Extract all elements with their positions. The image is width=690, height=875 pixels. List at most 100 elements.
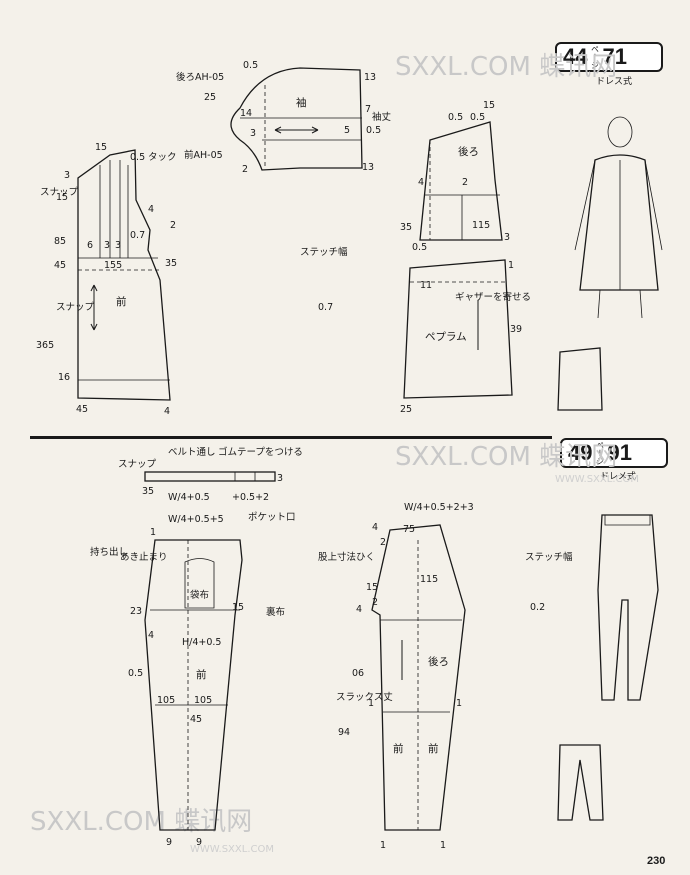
slacks-back-num-115: 115	[420, 574, 438, 585]
back-num-5: 35	[400, 222, 412, 233]
watermark-text-bottom: SXXL.COM 蝶讯网	[30, 807, 252, 837]
back-bodice-label: 後ろ	[458, 145, 479, 158]
slacks-front-num-15: 15	[232, 602, 244, 613]
waistband-num-35: 35	[142, 486, 154, 497]
front-num-15: 45	[76, 404, 88, 415]
slacks-front-label-2: 前	[393, 742, 404, 755]
slacks-front-label: 前	[196, 668, 207, 681]
slacks-back-num-4b: 4	[356, 604, 362, 615]
front-bodice-label: 前	[116, 295, 127, 308]
back-num-0: 15	[483, 100, 495, 111]
sleeve-num-7: 7	[365, 104, 371, 115]
slacks-back-draft: 後ろ 前 前 W/4+0.5+2+3 股上寸法ひく スラックス丈 94 ステッチ…	[318, 502, 573, 851]
back-num-7: 3	[504, 232, 510, 243]
slacks-length-label: スラックス丈	[336, 692, 393, 703]
slacks-front-num-9b: 9	[196, 837, 202, 848]
slacks-back-num-75: 75	[403, 524, 415, 535]
front-num-3: 15	[56, 192, 68, 203]
watermark-text-mid: SXXL.COM 蝶讯网	[395, 442, 617, 472]
waistband-formula-2: +0.5+2	[232, 492, 269, 503]
badge-bottom-sub: ドレメ式	[600, 472, 637, 482]
front-num-16: 4	[164, 406, 170, 417]
front-snap-label-2: スナップ	[56, 302, 95, 313]
sleeve-num-5: 13	[364, 72, 376, 83]
front-bodice-draft: 前 タック スナップ スナップ ステッチ幅 0.7 15 0.5 3 15 4 …	[36, 142, 348, 417]
back-num-9: 1	[508, 260, 514, 271]
gather-label: ギャザーを寄せる	[455, 291, 531, 303]
slacks-back-num-1b: 1	[456, 698, 462, 709]
front-num-13: 365	[36, 340, 54, 351]
back-num-3: 4	[418, 177, 424, 188]
front-tuck-label: タック	[148, 152, 177, 163]
back-num-8: 0.5	[412, 242, 427, 253]
front-snap-label-1: スナップ	[40, 187, 79, 198]
front-num-5: 2	[170, 220, 176, 231]
slacks-length-value: 94	[338, 727, 350, 738]
front-num-0: 15	[95, 142, 107, 153]
badge-top-left: 44	[563, 44, 588, 69]
back-num-1: 0.5	[448, 112, 463, 123]
front-num-14: 16	[58, 372, 70, 383]
sleeve-num-4: 3	[250, 128, 256, 139]
slacks-back-num-2b: 2	[372, 597, 378, 608]
slacks-back-label: 後ろ	[428, 655, 449, 668]
sleeve-num-1: 25	[204, 92, 216, 103]
crotch-depth-label: 股上寸法ひく	[318, 551, 375, 563]
slacks-front-num-4: 4	[148, 630, 154, 641]
belt-loop-label: ベルト通し	[168, 447, 216, 458]
waistband-snap-label: スナップ	[118, 459, 157, 470]
front-num-7: 6	[87, 240, 93, 251]
back-num-10: 11	[420, 280, 432, 291]
front-num-9: 3	[115, 240, 121, 251]
slacks-front-draft: 袋布 ポケット口 裏布 前 W/4+0.5+5 H/4+0.5 持ち出し あき止…	[90, 512, 296, 848]
slacks-stitch-value: 0.2	[530, 602, 545, 613]
pocket-bag-label: 袋布	[190, 589, 209, 601]
badge-bottom-page: ページ	[595, 441, 605, 465]
front-num-6: 85	[54, 236, 66, 247]
front-num-12: 35	[165, 258, 177, 269]
watermark-group: SXXL.COM 蝶讯网 SXXL.COM 蝶讯网 SXXL.COM 蝶讯网 W…	[30, 52, 639, 855]
slacks-front-num-1: 1	[150, 527, 156, 538]
slacks-back-num-1d: 1	[440, 840, 446, 851]
sleeve-num-9: 0.5	[366, 125, 381, 136]
back-num-4: 2	[462, 177, 468, 188]
slacks-front-num-05: 0.5	[128, 668, 143, 679]
section-divider	[30, 436, 552, 439]
jacket-illustration	[557, 116, 663, 411]
pants-illustration	[557, 514, 659, 821]
sleeve-back-ah: 後ろAH-05	[176, 71, 224, 83]
front-num-17: 0.7	[130, 230, 145, 241]
waistband-formula-1: W/4+0.5	[168, 492, 210, 503]
sleeve-cuff-label: 袖丈	[372, 111, 392, 123]
slacks-back-num-06: 06	[352, 668, 364, 679]
slacks-back-num-2: 2	[380, 537, 386, 548]
front-num-1: 0.5	[130, 152, 145, 163]
slacks-front-num-9a: 9	[166, 837, 172, 848]
watermark-url-bottom: WWW.SXXL.COM	[190, 844, 274, 855]
front-num-2: 3	[64, 170, 70, 181]
back-num-2: 0.5	[470, 112, 485, 123]
badge-top-page: ページ	[590, 45, 600, 69]
peplum-label: ペプラム	[425, 331, 467, 343]
elastic-label: ゴムテープをつける	[218, 446, 303, 458]
sleeve-title: 袖	[296, 96, 307, 109]
stitch-width-value: 0.7	[318, 302, 333, 313]
slacks-front-num-105a: 105	[157, 695, 175, 706]
badge-top-sub: ドレス式	[596, 77, 633, 87]
sleeve-front-ah: 前AH-05	[184, 149, 223, 161]
slacks-back-num-15: 15	[366, 582, 378, 593]
front-num-10: 45	[54, 260, 66, 271]
sleeve-num-2: 14	[240, 108, 252, 119]
page-ref-badge-bottom: 49 ページ 91	[560, 438, 668, 468]
sleeve-num-3: 2	[242, 164, 248, 175]
opening-stop-label: あき止まり	[120, 551, 168, 563]
slacks-stitch-label: ステッチ幅	[525, 551, 573, 563]
back-bodice-draft: 後ろ ペプラム ギャザーを寄せる 15 0.5 0.5 4 2 35 115 3…	[400, 100, 531, 415]
slacks-back-num-4: 4	[372, 522, 378, 533]
pocket-opening-label: ポケット口	[248, 512, 296, 523]
slacks-back-num-1a: 1	[368, 698, 374, 709]
slacks-formula-w3: W/4+0.5+5	[168, 514, 224, 525]
badge-top-right: 71	[602, 44, 627, 69]
watermark-url-mid: WWW.SXXL.COM	[555, 474, 639, 485]
